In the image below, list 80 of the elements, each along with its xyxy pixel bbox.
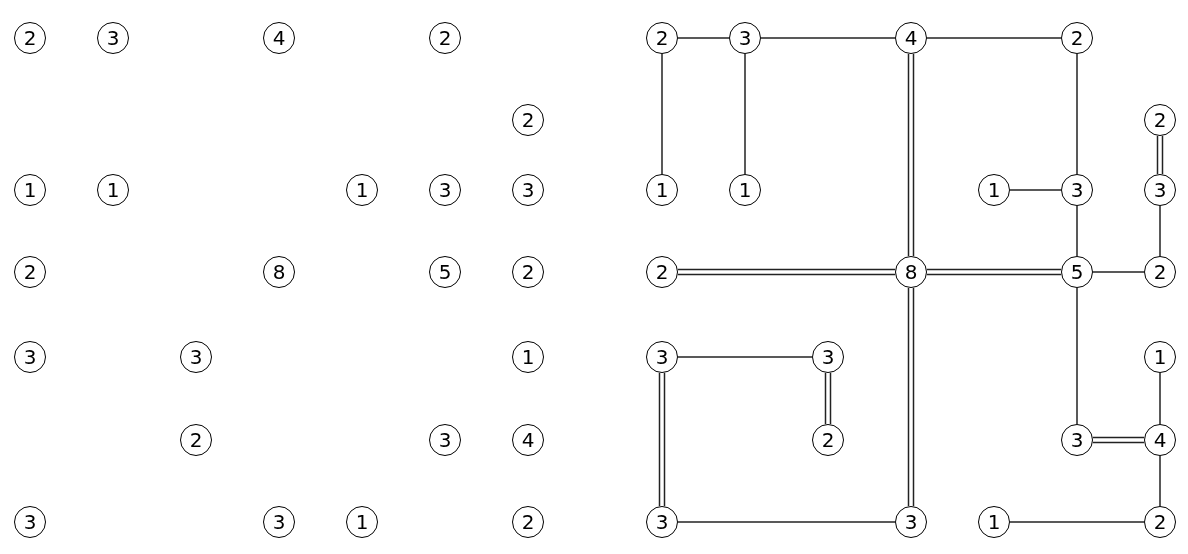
island-number: 1 — [1153, 347, 1167, 367]
bridge-line — [677, 521, 896, 523]
bridge-line — [912, 53, 915, 257]
island-number: 4 — [904, 28, 918, 48]
island-number: 1 — [738, 180, 752, 200]
island-number: 1 — [521, 347, 535, 367]
island-number: 3 — [904, 512, 918, 532]
island-number: 4 — [521, 430, 535, 450]
bridge-line — [1076, 205, 1078, 257]
bridge-line — [907, 287, 910, 507]
island-number: 1 — [355, 180, 369, 200]
island-number: 2 — [1153, 262, 1167, 282]
bridge-line — [663, 372, 666, 507]
island-number: 5 — [1070, 262, 1084, 282]
bridge-line — [824, 372, 827, 425]
island-number: 3 — [189, 347, 203, 367]
bridge-line — [677, 37, 730, 39]
bridge-line — [744, 53, 746, 175]
island-number: 8 — [904, 262, 918, 282]
bridge-line — [1159, 455, 1161, 507]
island-number: 8 — [272, 262, 286, 282]
island-number: 1 — [355, 512, 369, 532]
island-number: 2 — [655, 28, 669, 48]
island-number: 2 — [521, 110, 535, 130]
bridge-line — [1009, 521, 1145, 523]
island-number: 2 — [23, 262, 37, 282]
bridge-line — [1161, 135, 1164, 175]
island-number: 2 — [1153, 512, 1167, 532]
bridge-line — [677, 268, 896, 271]
bridge-line — [926, 268, 1062, 271]
island-number: 2 — [821, 430, 835, 450]
island-number: 3 — [1070, 180, 1084, 200]
island-number: 2 — [521, 262, 535, 282]
bridge-line — [1092, 436, 1145, 439]
bridge-line — [677, 273, 896, 276]
island-number: 1 — [23, 180, 37, 200]
bridge-line — [1092, 271, 1145, 273]
bridge-line — [1092, 441, 1145, 444]
island-number: 3 — [655, 347, 669, 367]
island-number: 3 — [23, 347, 37, 367]
bridge-line — [677, 356, 813, 358]
island-number: 2 — [23, 28, 37, 48]
island-number: 1 — [655, 180, 669, 200]
bridge-line — [661, 53, 663, 175]
island-number: 3 — [272, 512, 286, 532]
island-number: 3 — [438, 180, 452, 200]
island-number: 3 — [521, 180, 535, 200]
island-number: 5 — [438, 262, 452, 282]
bridge-line — [1156, 135, 1159, 175]
bridge-line — [658, 372, 661, 507]
bridge-line — [1009, 189, 1062, 191]
bridge-line — [1076, 53, 1078, 175]
island-number: 3 — [821, 347, 835, 367]
bridge-line — [1159, 372, 1161, 425]
island-number: 2 — [1153, 110, 1167, 130]
bridge-line — [926, 273, 1062, 276]
island-number: 1 — [987, 512, 1001, 532]
island-number: 1 — [106, 180, 120, 200]
island-number: 4 — [272, 28, 286, 48]
island-number: 3 — [738, 28, 752, 48]
island-number: 3 — [106, 28, 120, 48]
bridge-line — [926, 37, 1062, 39]
bridge-line — [912, 287, 915, 507]
island-number: 2 — [189, 430, 203, 450]
bridge-line — [1076, 287, 1078, 425]
bridge-line — [760, 37, 896, 39]
bridge-line — [829, 372, 832, 425]
island-number: 3 — [1070, 430, 1084, 450]
island-number: 2 — [1070, 28, 1084, 48]
island-number: 4 — [1153, 430, 1167, 450]
island-number: 1 — [987, 180, 1001, 200]
island-number: 3 — [655, 512, 669, 532]
island-number: 3 — [438, 430, 452, 450]
island-number: 2 — [438, 28, 452, 48]
island-number: 2 — [655, 262, 669, 282]
island-number: 2 — [521, 512, 535, 532]
bridge-line — [907, 53, 910, 257]
island-number: 3 — [1153, 180, 1167, 200]
island-number: 3 — [23, 512, 37, 532]
bridge-line — [1159, 205, 1161, 257]
